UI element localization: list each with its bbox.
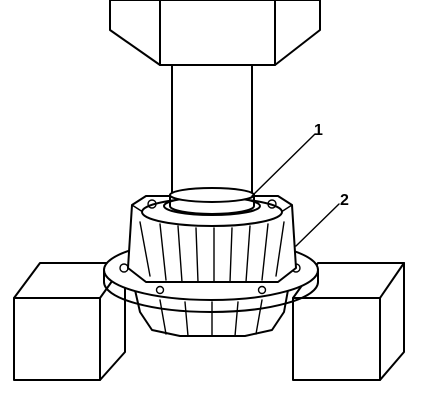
bearing-collar [163, 187, 261, 216]
callout-1-leader [251, 133, 316, 197]
callout-1-label: 1 [314, 122, 323, 139]
callout-2-leader [295, 203, 340, 247]
callout-1: 1 [251, 122, 323, 197]
press-shaft [171, 64, 253, 196]
press-ram-head [109, 0, 321, 66]
callout-2: 2 [295, 192, 349, 247]
support-block-right [292, 262, 405, 381]
callout-2-label: 2 [340, 192, 349, 209]
wheel-hub [103, 195, 319, 337]
support-block-left [13, 262, 126, 381]
